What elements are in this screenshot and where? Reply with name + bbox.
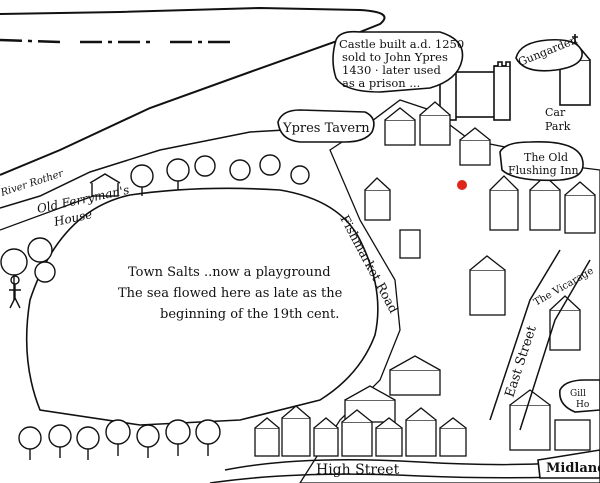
person-figure [9,275,21,309]
label-east-street: East Street [503,323,540,399]
label-car: Car [545,106,566,119]
label-castle-line4: as a prison ... [342,76,420,90]
ferrymans-house [89,173,121,197]
location-marker[interactable] [457,180,467,190]
label-old-flushing-line2: Flushing Inn [508,164,579,177]
label-castle-line2: sold to John Ypres [342,50,448,64]
label-castle-line1: Castle built a.d. 1250 [339,37,464,51]
label-gill-line1: Gill [570,389,586,399]
town-buildings [254,99,600,483]
label-high-street: High Street [316,462,400,478]
label-town-salts-line3: beginning of the 19th cent. [160,307,339,322]
trees [0,154,310,460]
callout-bubbles [277,30,600,479]
label-town-salts-line1: Town Salts ..now a playground [128,265,331,280]
label-fishmarket-road: Fishmarket Road [337,212,401,315]
label-castle-line3: 1430 · later used [342,63,441,77]
label-park: Park [545,120,571,133]
label-ypres-tavern: Ypres Tavern [282,121,370,136]
label-town-salts-line2: The sea flowed here as late as the [118,286,343,301]
label-river-rother: River Rother [0,168,66,199]
label-old-flushing-line1: The Old [524,151,568,164]
town-salts-field [25,187,379,426]
label-midland: Midland [546,461,600,476]
label-gill-line2: Ho [576,400,589,410]
